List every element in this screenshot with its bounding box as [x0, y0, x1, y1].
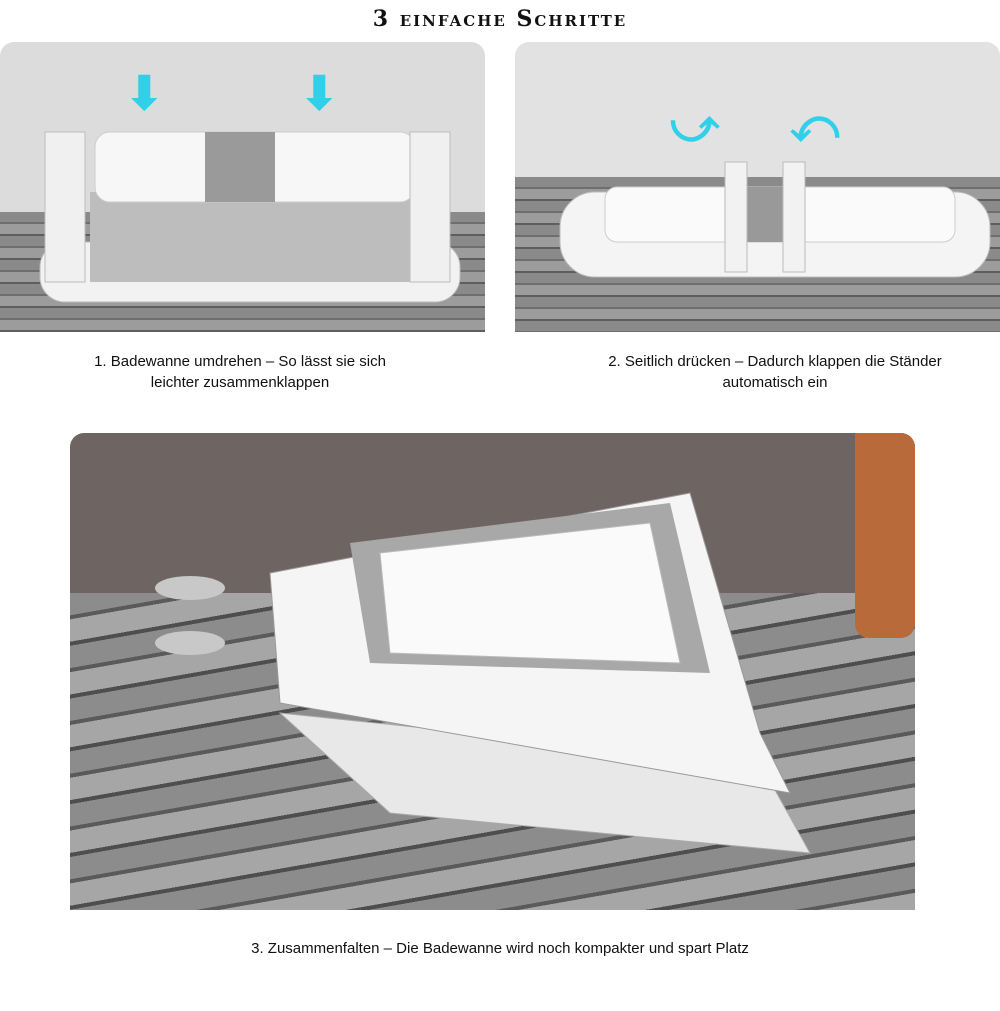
curved-arrow-left-icon: ⤺	[790, 99, 840, 151]
caption-line: automatisch ein	[722, 374, 828, 391]
step-1-photo: ⬇ ⬇	[0, 42, 485, 332]
caption-line: 2. Seitlich drücken – Dadurch klappen di…	[608, 353, 942, 370]
step-1-caption: 1. Badewanne umdrehen – So lässt sie sic…	[30, 351, 450, 393]
down-arrow-icon: ⬇	[300, 67, 339, 119]
tub-stands-folding	[559, 161, 991, 278]
folded-tub-upside-down	[39, 131, 461, 303]
wooden-chair-leg	[855, 433, 915, 638]
down-arrow-icon: ⬇	[125, 67, 164, 119]
step-3-photo	[70, 433, 915, 910]
caption-line: 1. Badewanne umdrehen – So lässt sie sic…	[94, 353, 386, 370]
caption-line: leichter zusammenklappen	[150, 374, 330, 391]
folded-tub	[155, 492, 811, 854]
step-2-photo: ⤻ ⤺	[515, 42, 1000, 332]
step-2-caption: 2. Seitlich drücken – Dadurch klappen di…	[555, 351, 995, 393]
page-title: 3 einfache Schritte	[372, 6, 628, 32]
step-3-caption: 3. Zusammenfalten – Die Badewanne wird n…	[251, 940, 749, 957]
curved-arrow-right-icon: ⤻	[670, 99, 720, 151]
